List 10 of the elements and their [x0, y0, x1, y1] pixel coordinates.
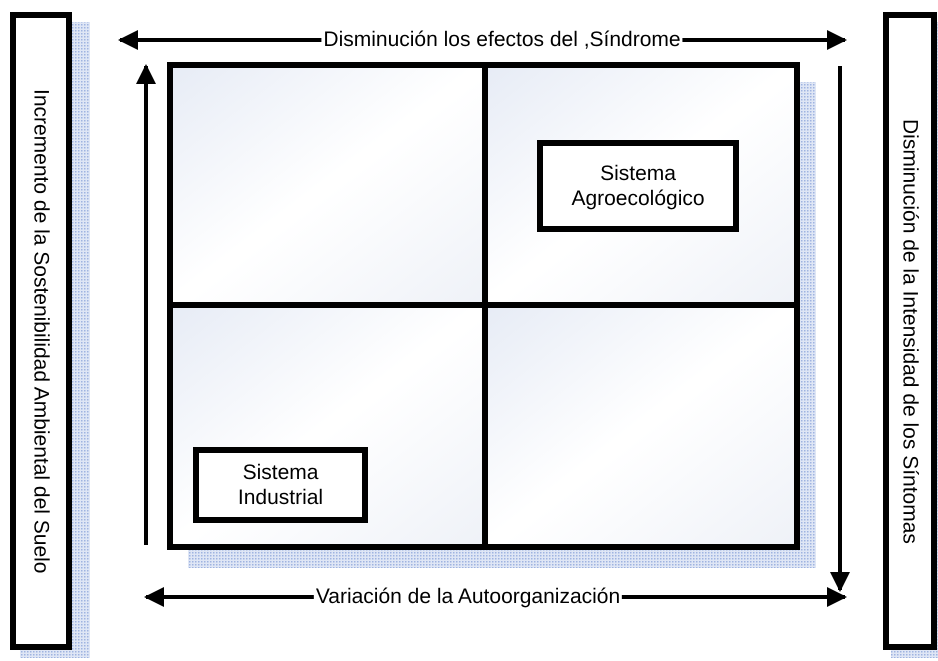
system-box: [537, 140, 739, 232]
system-box: [193, 447, 368, 523]
box-text: Sistema Agroecológico: [570, 160, 706, 212]
axis-label-box: [10, 12, 72, 650]
axis-label: Disminución los efectos del ,Síndrome: [321, 28, 683, 52]
box-text: Disminución de la Intensidad de los Síntomas: [898, 118, 923, 544]
axis-label: Variación de la Autoorganización: [314, 585, 622, 609]
box-text: Incremento de la Sostenibilidad Ambiental del Suelo: [28, 88, 54, 574]
box-text: Sistema Industrial: [236, 460, 324, 510]
axis-label-box: [883, 12, 937, 650]
